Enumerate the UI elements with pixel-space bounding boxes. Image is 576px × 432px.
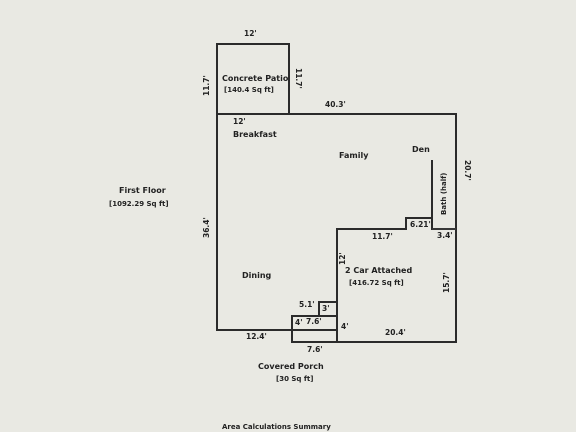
dim-patio-right: 11.7' bbox=[294, 68, 303, 89]
dim-closet-width: 5.1' bbox=[299, 300, 315, 309]
dim-patio-top: 12' bbox=[244, 29, 257, 38]
dim-top-wall: 40.3' bbox=[325, 100, 346, 109]
patio-area: [140.4 Sq ft] bbox=[224, 86, 274, 94]
room-bath: Bath (half) bbox=[440, 172, 448, 215]
dim-right-lower: 15.7' bbox=[442, 272, 451, 293]
dim-bottom-left: 12.4' bbox=[246, 332, 267, 341]
dim-patio-bottom: 12' bbox=[233, 117, 246, 126]
dim-garage-bottom: 20.4' bbox=[385, 328, 406, 337]
dim-porch-width: 7.6' bbox=[306, 317, 322, 326]
dim-porch-right: 4' bbox=[341, 322, 349, 331]
dim-right-upper: 20.7' bbox=[463, 160, 472, 181]
dim-garage-left: 12' bbox=[338, 252, 347, 265]
patio-label: Concrete Patio bbox=[222, 74, 289, 83]
porch-area: [30 Sq ft] bbox=[276, 375, 314, 383]
porch-label: Covered Porch bbox=[258, 362, 324, 371]
dim-closet-depth: 3' bbox=[322, 304, 330, 313]
dim-garage-top: 11.7' bbox=[372, 232, 393, 241]
garage-area: [416.72 Sq ft] bbox=[349, 279, 404, 287]
room-breakfast: Breakfast bbox=[233, 130, 277, 139]
dim-right-step: 3.4' bbox=[437, 231, 453, 240]
garage-label: 2 Car Attached bbox=[345, 266, 413, 275]
floor-area: [1092.29 Sq ft] bbox=[109, 200, 169, 208]
closet-outline bbox=[318, 301, 338, 317]
room-dining: Dining bbox=[242, 271, 272, 280]
dim-left-wall: 36.4' bbox=[202, 217, 211, 238]
dim-porch-bottom: 7.6' bbox=[307, 345, 323, 354]
dim-porch-depth: 4' bbox=[295, 318, 303, 327]
floor-title: First Floor bbox=[119, 186, 166, 195]
dim-bath-bottom: 6.21' bbox=[410, 220, 431, 229]
room-den: Den bbox=[412, 145, 430, 154]
dim-patio-left: 11.7' bbox=[202, 75, 211, 96]
footer-caption: Area Calculations Summary bbox=[222, 423, 331, 431]
room-family: Family bbox=[339, 151, 369, 160]
porch-outline bbox=[291, 315, 338, 343]
